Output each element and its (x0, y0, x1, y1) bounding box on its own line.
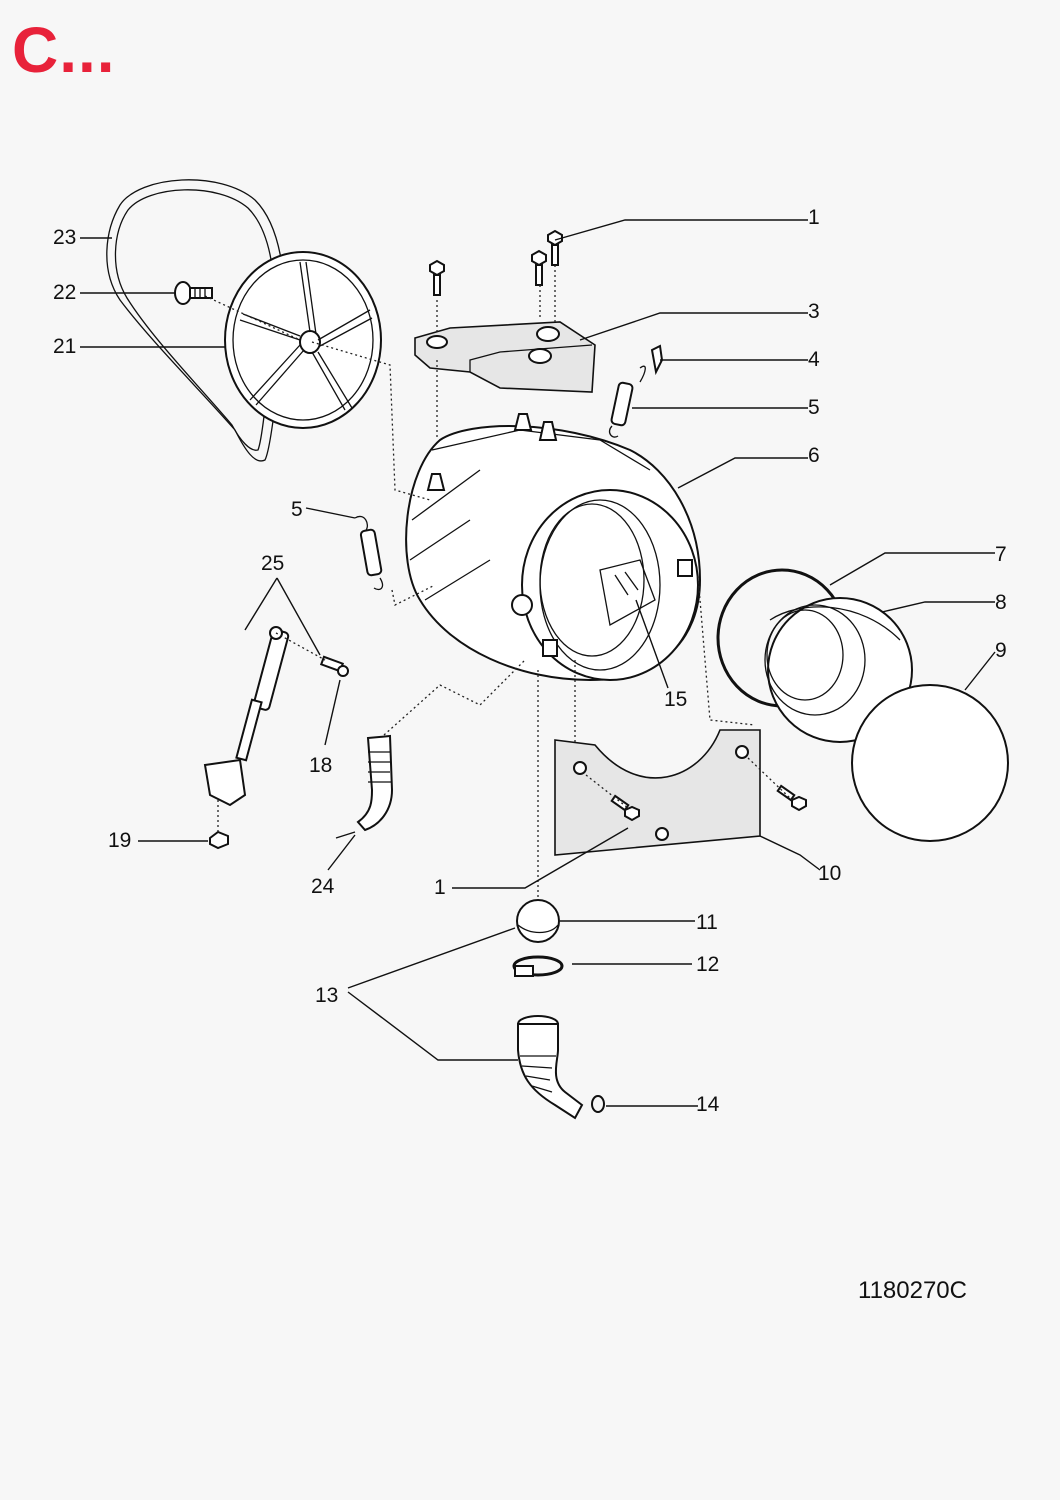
drum-paddle[interactable] (599, 559, 656, 627)
shock-absorber[interactable] (203, 626, 290, 807)
callout-18: 18 (309, 754, 332, 777)
callout-3: 3 (808, 300, 820, 323)
callout-1-top: 1 (808, 206, 820, 229)
callout-6: 6 (808, 444, 820, 467)
o-ring[interactable] (591, 1095, 605, 1113)
callout-24: 24 (311, 875, 335, 898)
callout-8: 8 (995, 591, 1007, 614)
door-glass[interactable] (851, 684, 1009, 842)
callout-21: 21 (53, 335, 76, 358)
callout-10: 10 (818, 862, 841, 885)
callout-4: 4 (808, 348, 820, 371)
suspension-spring-right[interactable] (608, 365, 646, 438)
callout-7: 7 (995, 543, 1007, 566)
outer-tub[interactable] (405, 413, 702, 682)
callout-14: 14 (696, 1093, 720, 1116)
callout-13: 13 (315, 984, 338, 1007)
callout-22: 22 (53, 281, 76, 304)
spring-clip[interactable] (650, 344, 664, 376)
suspension-spring-left[interactable] (354, 515, 384, 591)
sump-hose[interactable] (517, 1015, 584, 1120)
vent-hose[interactable] (356, 734, 394, 832)
drain-ball[interactable] (516, 899, 560, 943)
callout-1-bottom: 1 (434, 876, 446, 899)
shock-nut[interactable] (209, 830, 229, 850)
callout-5-right: 5 (808, 396, 820, 419)
tub-screw[interactable] (547, 229, 563, 266)
callout-12: 12 (696, 953, 719, 976)
drawing-reference-code: 1180270C (858, 1277, 967, 1304)
callout-25: 25 (261, 552, 284, 575)
callout-19: 19 (108, 829, 131, 852)
section-letter: C... (12, 14, 116, 86)
callout-5-left: 5 (291, 498, 303, 521)
callout-23: 23 (53, 226, 76, 249)
drum-pulley[interactable] (224, 251, 382, 429)
tub-screw[interactable] (531, 249, 547, 286)
bracket-screw[interactable] (610, 794, 640, 822)
counterweight[interactable] (414, 321, 596, 393)
callout-15: 15 (664, 688, 687, 711)
hose-clamp[interactable] (512, 955, 564, 977)
callout-9: 9 (995, 639, 1007, 662)
bracket-screw[interactable] (776, 784, 807, 812)
shock-pin[interactable] (319, 655, 349, 677)
callout-11: 11 (696, 911, 718, 934)
tub-screw[interactable] (429, 259, 445, 296)
drive-belt[interactable] (106, 179, 286, 462)
pulley-screw[interactable] (174, 281, 213, 305)
front-bracket[interactable] (554, 729, 761, 856)
